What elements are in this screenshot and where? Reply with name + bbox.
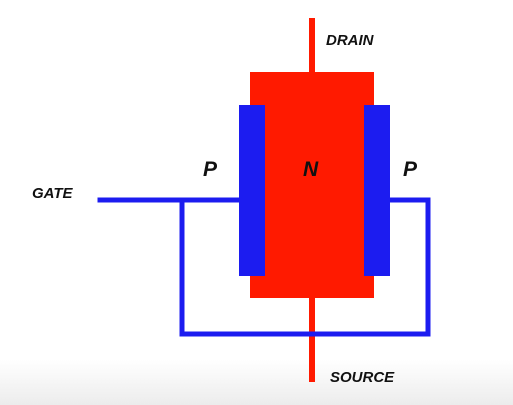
gate-wiring bbox=[97, 197, 431, 337]
p-region-right-label: P bbox=[403, 158, 418, 181]
gate-label: GATE bbox=[32, 185, 73, 202]
gate-loop-wire bbox=[179, 197, 431, 337]
drain-label: DRAIN bbox=[326, 32, 374, 49]
p-region-left-label: P bbox=[203, 158, 218, 181]
p-region-left bbox=[239, 105, 265, 276]
drain-lead bbox=[309, 18, 315, 74]
n-channel-label: N bbox=[303, 158, 319, 181]
n-channel-block bbox=[250, 72, 374, 298]
bottom-shadow bbox=[0, 360, 513, 405]
source-lead bbox=[309, 296, 315, 382]
source-label: SOURCE bbox=[330, 369, 395, 386]
p-region-right bbox=[364, 105, 390, 276]
